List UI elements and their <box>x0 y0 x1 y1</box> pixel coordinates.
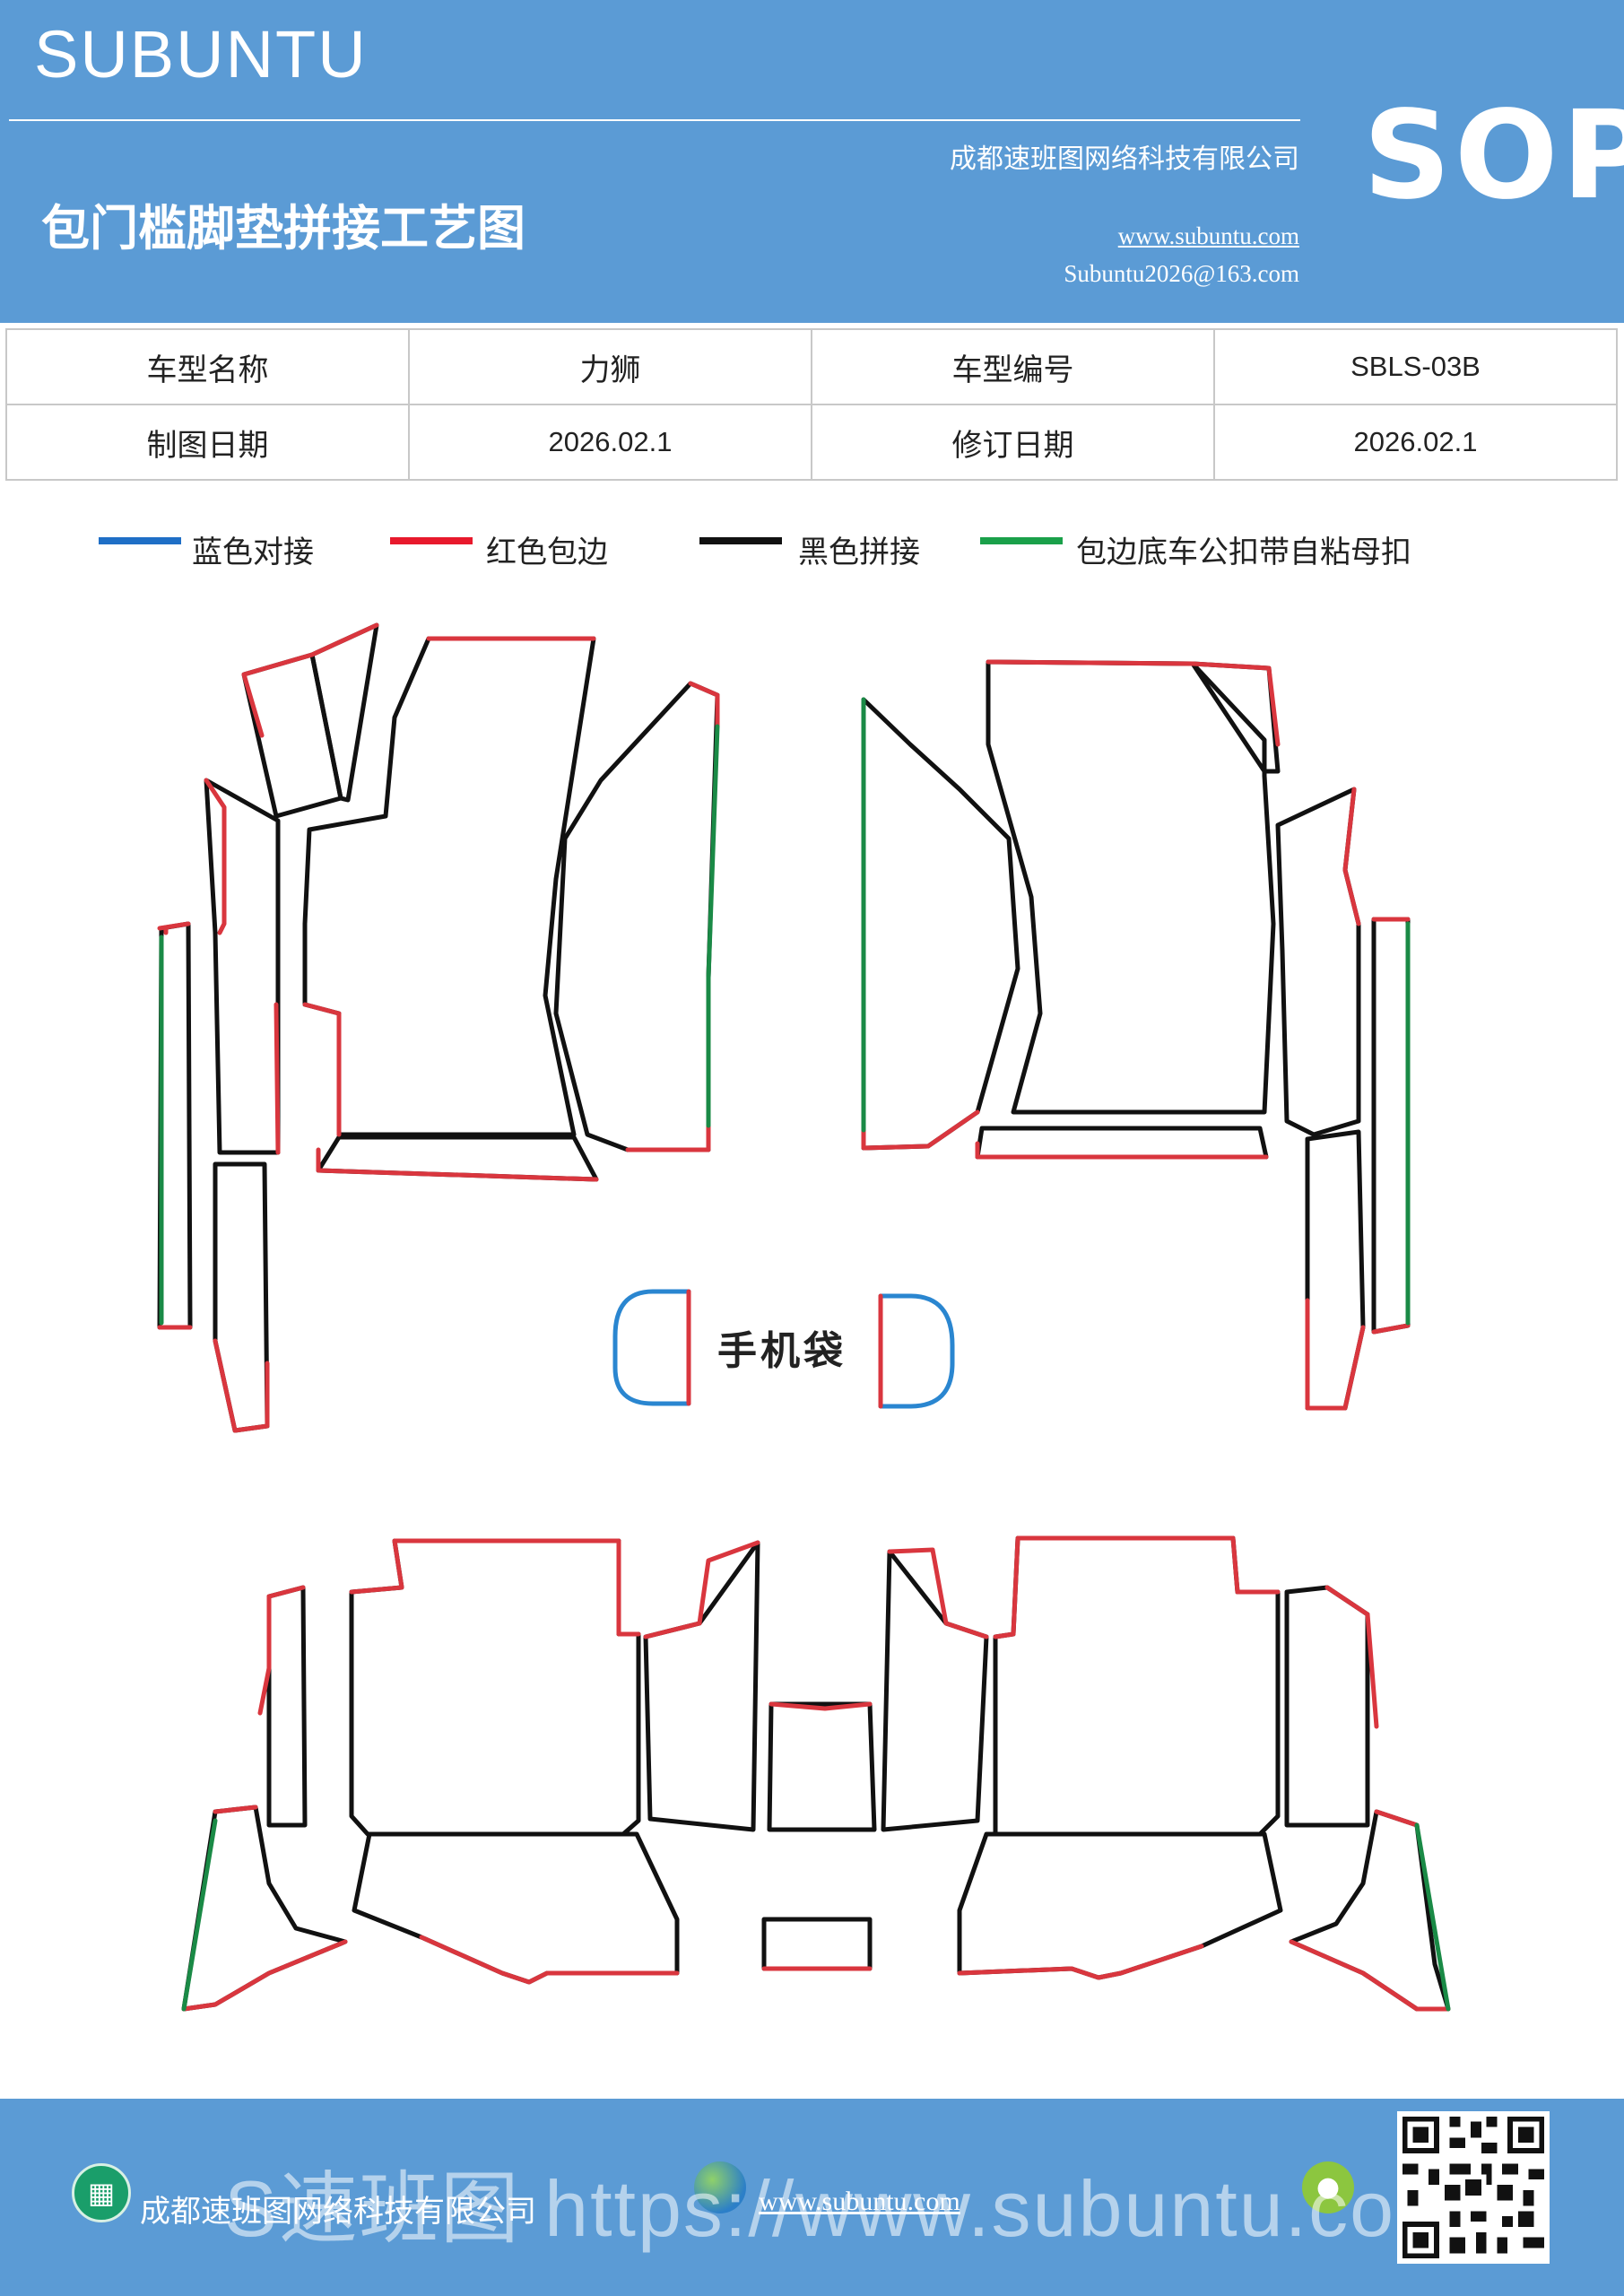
red-edge <box>1324 1585 1379 1729</box>
red-edge <box>861 1109 980 1151</box>
red-edge <box>213 1805 258 1814</box>
red-edge <box>1374 1809 1420 1828</box>
red-edge <box>1190 661 1281 747</box>
phone-bag-label: 手机袋 <box>717 1328 847 1374</box>
page-title: 包门槛脚垫拼接工艺图 <box>41 199 525 257</box>
email-address[interactable]: Subuntu2026@163.com <box>1064 260 1299 287</box>
red-edge <box>625 1123 711 1152</box>
red-edge <box>181 1939 348 2012</box>
vehicle-info-table: 车型名称 力狮 车型编号 SBLS-03B 制图日期 2026.02.1 修订日… <box>5 328 1618 481</box>
globe-icon <box>694 2161 746 2213</box>
red-edge <box>887 1547 989 1639</box>
red-edge <box>274 1002 281 1155</box>
red-edge <box>957 1944 1204 1980</box>
mat-piece <box>349 1538 641 1837</box>
green-edge <box>706 724 720 1128</box>
red-edge <box>419 1935 680 1985</box>
red-edge <box>257 1594 272 1716</box>
red-edge <box>1342 787 1361 926</box>
red-edge <box>643 1540 760 1639</box>
legend-label: 红色包边 <box>486 535 608 570</box>
red-edge <box>1305 1298 1366 1411</box>
mat-piece <box>643 1540 760 1832</box>
legend-label: 蓝色对接 <box>192 535 314 570</box>
red-edge <box>241 652 315 677</box>
mat-piece <box>302 636 596 1137</box>
building-icon: ▦ <box>72 2163 131 2222</box>
table-row: 制图日期 2026.02.1 修订日期 2026.02.1 <box>5 404 1618 481</box>
mat-piece <box>213 1161 270 1433</box>
red-edge <box>349 1538 641 1637</box>
mat-piece <box>1371 917 1411 1335</box>
red-edge <box>986 659 1195 666</box>
table-cell: SBLS-03B <box>1213 328 1618 405</box>
brand-name: SUBUNTU <box>34 17 368 91</box>
company-name: 成都速班图网络科技有限公司 <box>950 144 1299 175</box>
blue-edge <box>878 1293 955 1409</box>
header-divider <box>9 119 1300 121</box>
watermark-text: S速班图 https://www.subuntu.com <box>224 2164 1463 2253</box>
mat-piece <box>553 681 720 1152</box>
red-edge <box>975 1141 1269 1160</box>
mat-piece <box>157 921 193 1330</box>
footer-company: 成都速班图网络科技有限公司 <box>140 2194 536 2230</box>
table-cell: 2026.02.1 <box>408 404 812 481</box>
table-row: 车型名称 力狮 车型编号 SBLS-03B <box>5 328 1618 405</box>
red-edge <box>769 1701 873 1711</box>
red-edge <box>213 1338 270 1433</box>
mat-piece <box>761 1917 873 1971</box>
red-edge <box>993 1535 1281 1639</box>
wechat-icon[interactable]: ● <box>1302 2161 1354 2213</box>
footer-banner: ▦ 成都速班图网络科技有限公司 www.subuntu.com ● S速班图 h… <box>0 2099 1624 2296</box>
red-edge <box>309 622 379 657</box>
color-legend: 蓝色对接 红色包边 黑色拼接 包边底车公扣带自粘母扣 <box>0 527 1624 572</box>
mat-piece <box>204 778 281 1155</box>
red-edge <box>266 1585 306 1599</box>
legend-swatch-blue <box>99 537 181 544</box>
mat-piece <box>881 1549 989 1832</box>
red-edge <box>316 1147 599 1182</box>
red-edge <box>688 681 720 729</box>
legend-swatch-green <box>980 537 1063 544</box>
mat-piece <box>957 1831 1283 1980</box>
legend-label: 黑色拼接 <box>798 535 920 570</box>
green-edge <box>181 1818 218 2012</box>
red-edge <box>1289 1939 1451 2012</box>
red-edge <box>1371 1323 1411 1335</box>
legend-swatch-red <box>390 537 473 544</box>
red-edge <box>302 1002 342 1137</box>
red-edge <box>204 778 227 935</box>
legend-label: 包边底车公扣带自粘母扣 <box>1076 535 1411 570</box>
website-link[interactable]: www.subuntu.com <box>1117 222 1299 249</box>
mat-piece <box>181 1805 348 2012</box>
table-cell: 2026.02.1 <box>1213 404 1618 481</box>
mat-piece <box>352 1831 680 1985</box>
sop-badge: SOP <box>1363 85 1624 227</box>
green-edge <box>1414 1822 1451 2012</box>
mat-piece <box>266 1585 308 1828</box>
footer-website-link[interactable]: www.subuntu.com <box>759 2187 960 2216</box>
legend-swatch-black <box>699 537 782 544</box>
red-edge <box>241 672 265 738</box>
mat-piece <box>1284 1585 1370 1828</box>
table-cell: 车型名称 <box>5 328 410 405</box>
table-cell: 修订日期 <box>811 404 1215 481</box>
table-cell: 力狮 <box>408 328 812 405</box>
mat-piece <box>975 1126 1269 1160</box>
table-cell: 车型编号 <box>811 328 1215 405</box>
mat-piece <box>986 659 1276 1115</box>
header-banner: SUBUNTU 包门槛脚垫拼接工艺图 成都速班图网络科技有限公司 www.sub… <box>0 0 1624 323</box>
qr-code-icon[interactable] <box>1397 2111 1550 2264</box>
table-cell: 制图日期 <box>5 404 410 481</box>
blue-edge <box>612 1289 691 1406</box>
mat-piece <box>767 1701 877 1832</box>
